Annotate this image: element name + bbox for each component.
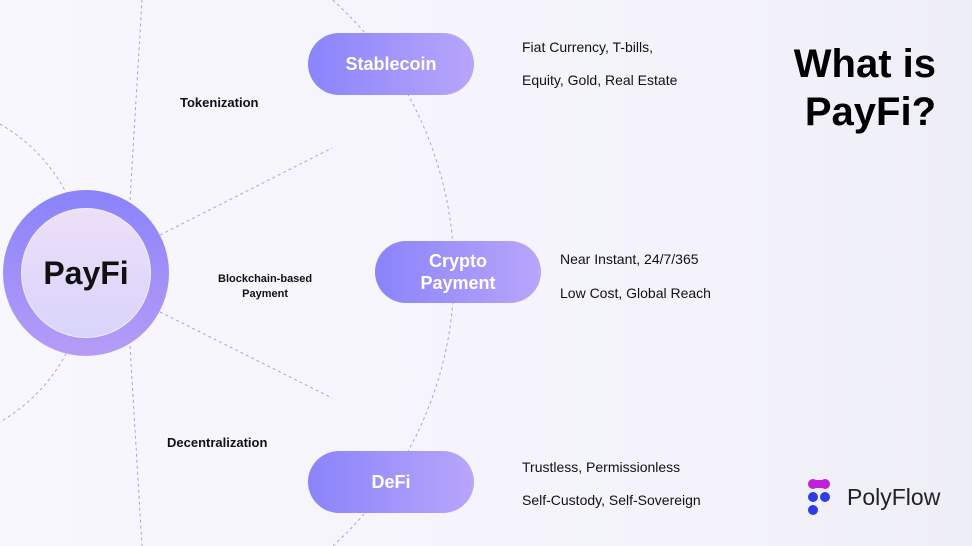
polyflow-logo: PolyFlow bbox=[807, 478, 940, 516]
polyflow-logo-icon bbox=[808, 479, 830, 515]
divider-line bbox=[129, 345, 143, 546]
pill-line: Payment bbox=[420, 273, 496, 293]
divider-line bbox=[159, 311, 333, 399]
desc-stablecoin-1: Fiat Currency, T-bills, bbox=[522, 39, 653, 55]
pill-line: Crypto bbox=[429, 251, 487, 271]
pill-stablecoin: Stablecoin bbox=[308, 33, 474, 95]
payfi-core-label: PayFi bbox=[21, 208, 151, 338]
desc-stablecoin-2: Equity, Gold, Real Estate bbox=[522, 72, 678, 88]
divider-line bbox=[159, 147, 333, 236]
desc-crypto-2: Low Cost, Global Reach bbox=[560, 285, 711, 301]
label-decentralization: Decentralization bbox=[167, 435, 268, 450]
page-title: What is PayFi? bbox=[793, 42, 936, 134]
desc-crypto-1: Near Instant, 24/7/365 bbox=[560, 251, 699, 267]
polyflow-logo-text: PolyFlow bbox=[847, 483, 941, 510]
divider-line bbox=[129, 0, 143, 201]
label-blockchain-payment: Blockchain-based Payment bbox=[218, 272, 312, 302]
label-line: Payment bbox=[242, 288, 288, 300]
payfi-core-circle: PayFi bbox=[3, 190, 169, 356]
desc-defi-1: Trustless, Permissionless bbox=[522, 459, 681, 475]
label-tokenization: Tokenization bbox=[180, 95, 259, 110]
desc-defi-2: Self-Custody, Self-Sovereign bbox=[522, 492, 701, 508]
pill-crypto-payment: Crypto Payment bbox=[375, 241, 541, 303]
pill-defi: DeFi bbox=[308, 451, 474, 513]
label-line: Blockchain-based bbox=[218, 273, 313, 285]
